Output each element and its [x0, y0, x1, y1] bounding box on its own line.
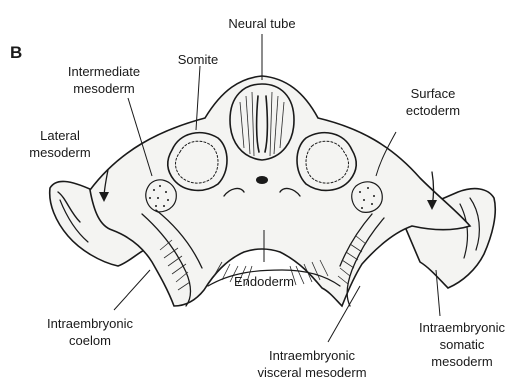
notochord — [256, 176, 268, 184]
label-intraembryonic-somatic-mesoderm-line2: somatic — [440, 337, 485, 352]
label-surface-ectoderm-line1: Surface — [411, 86, 456, 101]
label-neural-tube: Neural tube — [228, 16, 295, 31]
label-intraembryonic-coelom-line1: Intraembryonic — [47, 316, 133, 331]
label-intraembryonic-visceral-mesoderm-line1: Intraembryonic — [269, 348, 355, 363]
label-intermediate-mesoderm-line1: Intermediate — [68, 64, 140, 79]
label-lateral-mesoderm-line2: mesoderm — [29, 145, 90, 160]
label-intraembryonic-somatic-mesoderm-line3: mesoderm — [431, 354, 492, 369]
neural-tube — [230, 84, 294, 160]
panel-letter: B — [10, 43, 22, 62]
label-surface-ectoderm-line2: ectoderm — [406, 103, 460, 118]
label-somite: Somite — [178, 52, 218, 67]
label-intraembryonic-coelom-line2: coelom — [69, 333, 111, 348]
label-intermediate-mesoderm-line2: mesoderm — [73, 81, 134, 96]
label-lateral-mesoderm-line1: Lateral — [40, 128, 80, 143]
label-intraembryonic-visceral-mesoderm-line2: visceral mesoderm — [257, 365, 366, 380]
label-endoderm: Endoderm — [234, 274, 294, 289]
label-intraembryonic-somatic-mesoderm-line1: Intraembryonic — [419, 320, 505, 335]
